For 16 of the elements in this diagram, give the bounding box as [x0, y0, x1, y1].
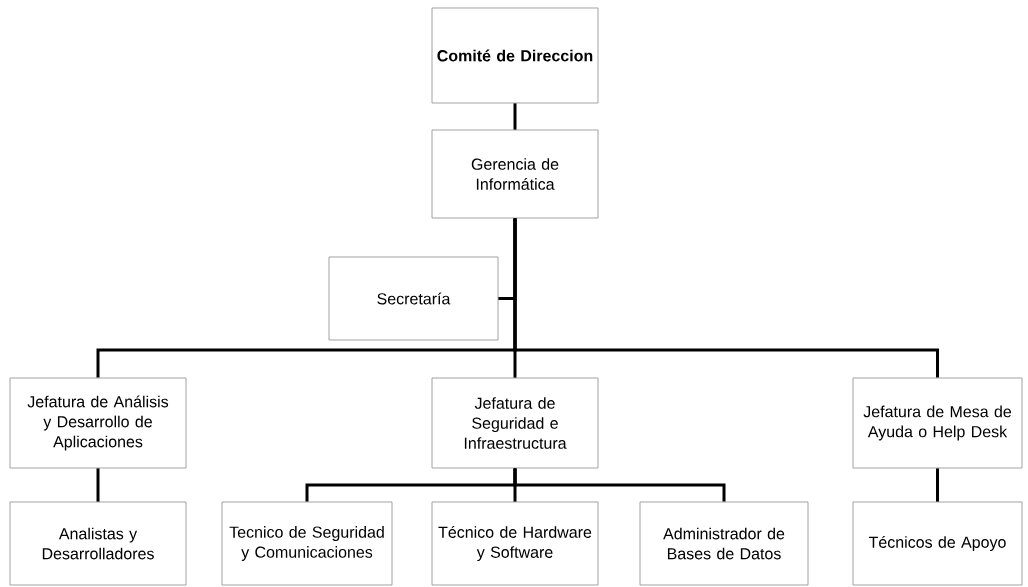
connector-line — [513, 218, 939, 378]
org-box: Jefatura de Análisis y Desarrollo de Aplicaciones — [9, 377, 187, 469]
connector-line — [513, 103, 517, 130]
org-box: Secretaría — [328, 256, 499, 341]
org-box: Analistas y Desarrolladores — [9, 501, 187, 586]
org-box: Jefatura de Mesa de Ayuda o Help Desk — [852, 377, 1023, 469]
org-box: Administrador de Bases de Datos — [639, 501, 809, 586]
org-box: Tecnico de Seguridad y Comunicaciones — [221, 501, 393, 586]
org-box: Técnicos de Apoyo — [852, 501, 1023, 586]
connector-line — [936, 468, 939, 502]
org-box: Gerencia de Informática — [431, 129, 599, 219]
org-box: Técnico de Hardware y Software — [431, 501, 599, 586]
connector-line — [96, 468, 100, 502]
org-box: Comité de Direccion — [431, 7, 599, 104]
org-box: Jefatura de Seguridad e Infraestructura — [431, 377, 599, 469]
connector-line — [513, 468, 726, 502]
